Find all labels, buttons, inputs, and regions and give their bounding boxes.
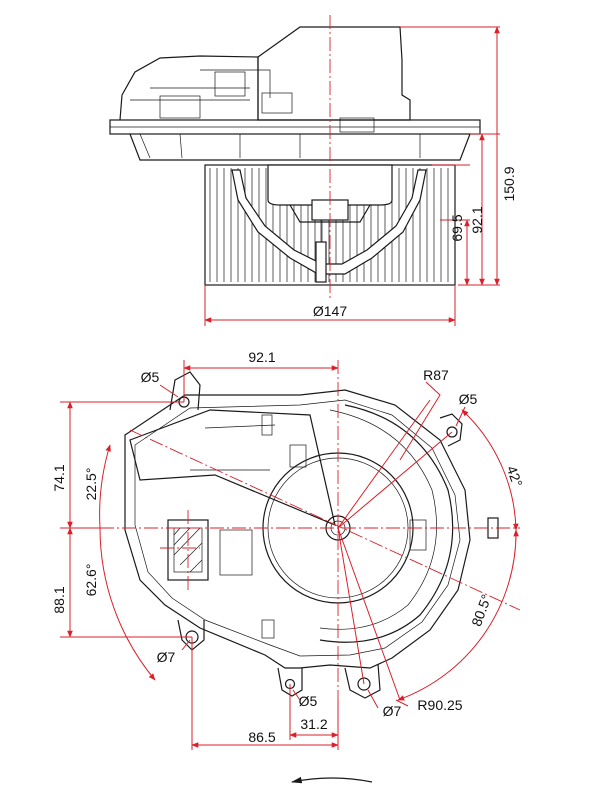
dim-height-mid: 92.1 xyxy=(469,206,485,233)
dim-height-low: 69.5 xyxy=(449,214,465,241)
motor-dome xyxy=(257,26,411,121)
dim-hole-top-right: Ø5 xyxy=(459,391,478,407)
dim-width-small: 31.2 xyxy=(300,716,327,732)
lug-bottom xyxy=(277,667,303,697)
dim-radius: R87 xyxy=(423,367,449,383)
housing-cover xyxy=(119,55,259,121)
dim-hole-bottom: Ø5 xyxy=(299,693,318,709)
dim-height-total: 150.9 xyxy=(501,166,517,201)
dim-diameter: Ø147 xyxy=(313,303,347,319)
lug-top-left xyxy=(169,371,201,411)
hole-bottom-right xyxy=(357,677,371,691)
hole-top-right xyxy=(446,426,458,438)
motor-shaft xyxy=(315,241,327,283)
dim-hole-bottom-right: Ø7 xyxy=(383,703,402,719)
dim-hole-top-left: Ø5 xyxy=(141,369,160,385)
air-inlet-duct xyxy=(129,409,336,527)
lug-left xyxy=(177,619,205,651)
arc-left xyxy=(99,444,111,529)
dim-angle-lower-right: 80.5° xyxy=(468,592,494,628)
dim-angle-upper: 22.5° xyxy=(83,468,99,501)
dim-angle-lower: 62.6° xyxy=(83,564,99,597)
arc-right xyxy=(461,409,519,531)
dim-angle-right: 42° xyxy=(504,464,526,489)
top-view: 92.1 R87 Ø5 Ø5 42° 74.1 22.5° 62.6° 88.1… xyxy=(51,349,526,750)
dim-height-upper: 74.1 xyxy=(51,464,67,491)
dim-width-top: 92.1 xyxy=(248,349,275,365)
lug-top-right xyxy=(439,413,463,447)
arrow-left-icon xyxy=(290,776,373,784)
dim-width-bottom: 86.5 xyxy=(248,729,275,745)
dim-height-lower: 88.1 xyxy=(51,586,67,613)
wheel-hub-liner xyxy=(231,169,427,275)
side-view: 150.9 92.1 69.5 Ø147 xyxy=(109,15,517,326)
lug-bottom-right xyxy=(344,663,381,699)
dim-hole-left: Ø7 xyxy=(157,649,176,665)
dim-radius-large: R90.25 xyxy=(417,697,462,713)
motor-body xyxy=(267,164,393,206)
